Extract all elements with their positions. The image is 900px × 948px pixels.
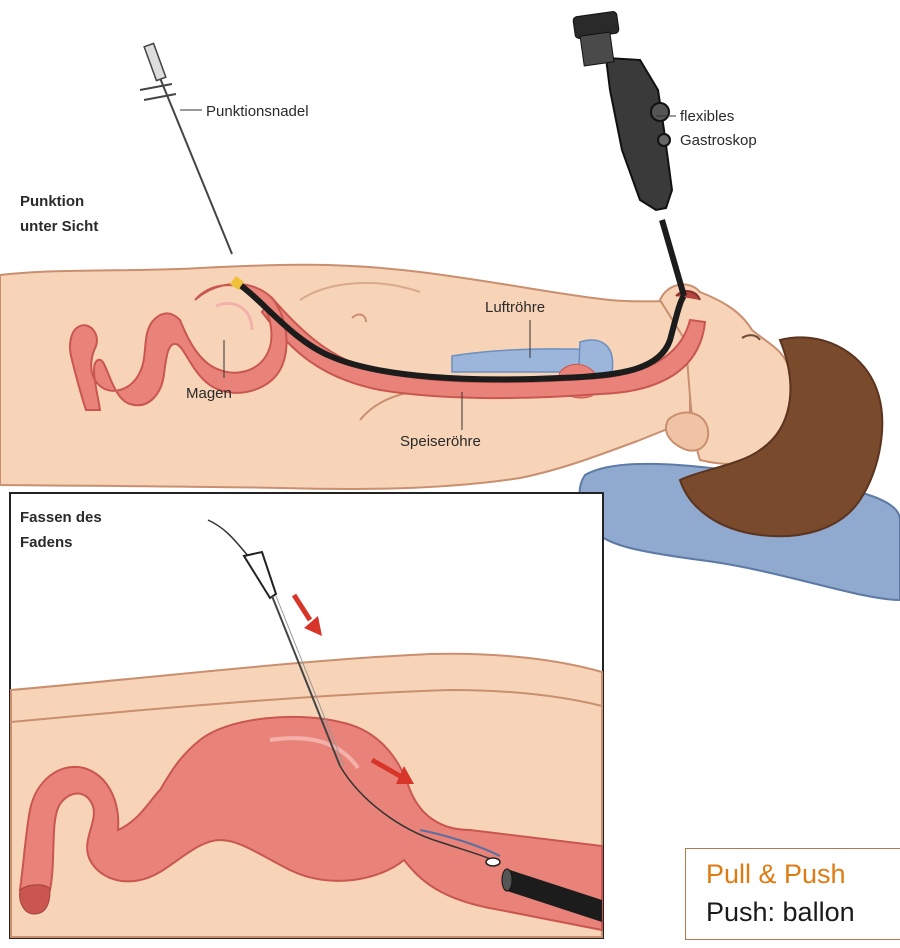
label-trachea: Luftröhre <box>485 299 545 316</box>
scope-control-wheel <box>651 103 669 121</box>
label-inset-1: Fassen des <box>20 509 102 526</box>
note-text: Push: ballon <box>706 893 900 931</box>
scope-control-knob <box>658 134 670 146</box>
inset-snare-ring <box>486 858 500 866</box>
inset-panel: Fassen des Fadens <box>10 493 603 938</box>
label-stomach: Magen <box>186 385 232 402</box>
label-scope-1: flexibles <box>680 108 734 125</box>
inset-duodenum-end <box>20 885 50 914</box>
label-puncture-2: unter Sicht <box>20 218 98 235</box>
inset-scope-tip <box>502 869 512 891</box>
needle-hub <box>144 43 166 80</box>
ear <box>666 413 708 451</box>
scope-insertion <box>662 220 684 296</box>
label-scope-2: Gastroskop <box>680 132 757 149</box>
label-esophagus: Speiseröhre <box>400 433 481 450</box>
needle-grip <box>140 84 176 100</box>
note-title: Pull & Push <box>706 855 900 893</box>
scope-neck <box>580 32 614 66</box>
label-inset-2: Fadens <box>20 534 73 551</box>
label-puncture-1: Punktion <box>20 193 84 210</box>
technique-note: Pull & Push Push: ballon <box>685 848 900 940</box>
label-needle: Punktionsnadel <box>206 103 309 120</box>
